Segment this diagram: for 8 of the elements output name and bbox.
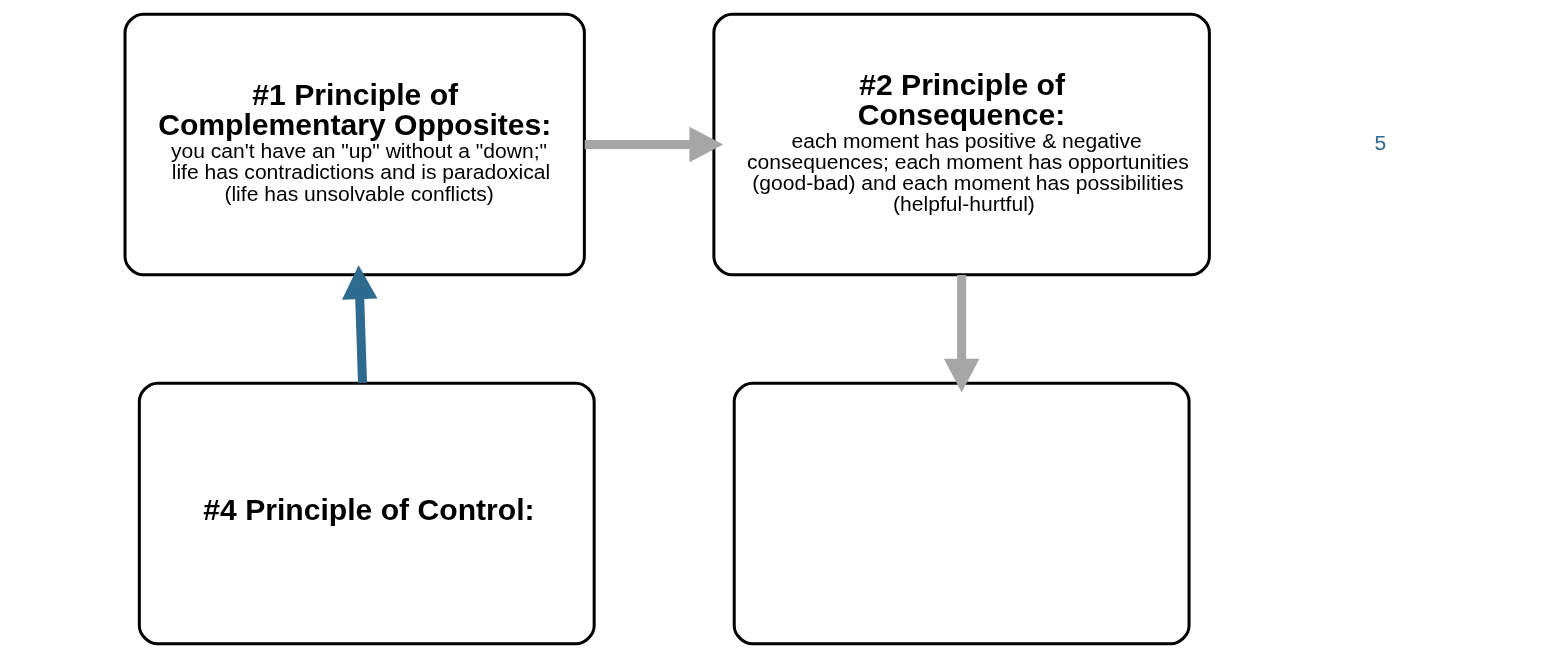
node-box bbox=[732, 381, 1191, 646]
node-box: #4 Principle of Control: bbox=[137, 381, 596, 646]
arrow bbox=[943, 275, 980, 393]
node-box: #2 Principle of Consequence: each moment has positive & negative consequences; each moment has opportunities (good-bad) and each moment has possibilities (helpful-hurtful) bbox=[712, 12, 1211, 277]
arrow bbox=[584, 126, 724, 163]
arrow bbox=[342, 265, 378, 384]
node-box: #1 Principle of Complementary Opposites: you can't have an "up" without a "down;" life has contradictions and is paradoxical (life has unsolvable conflicts) bbox=[123, 12, 586, 277]
label: 5 bbox=[1374, 131, 1387, 155]
